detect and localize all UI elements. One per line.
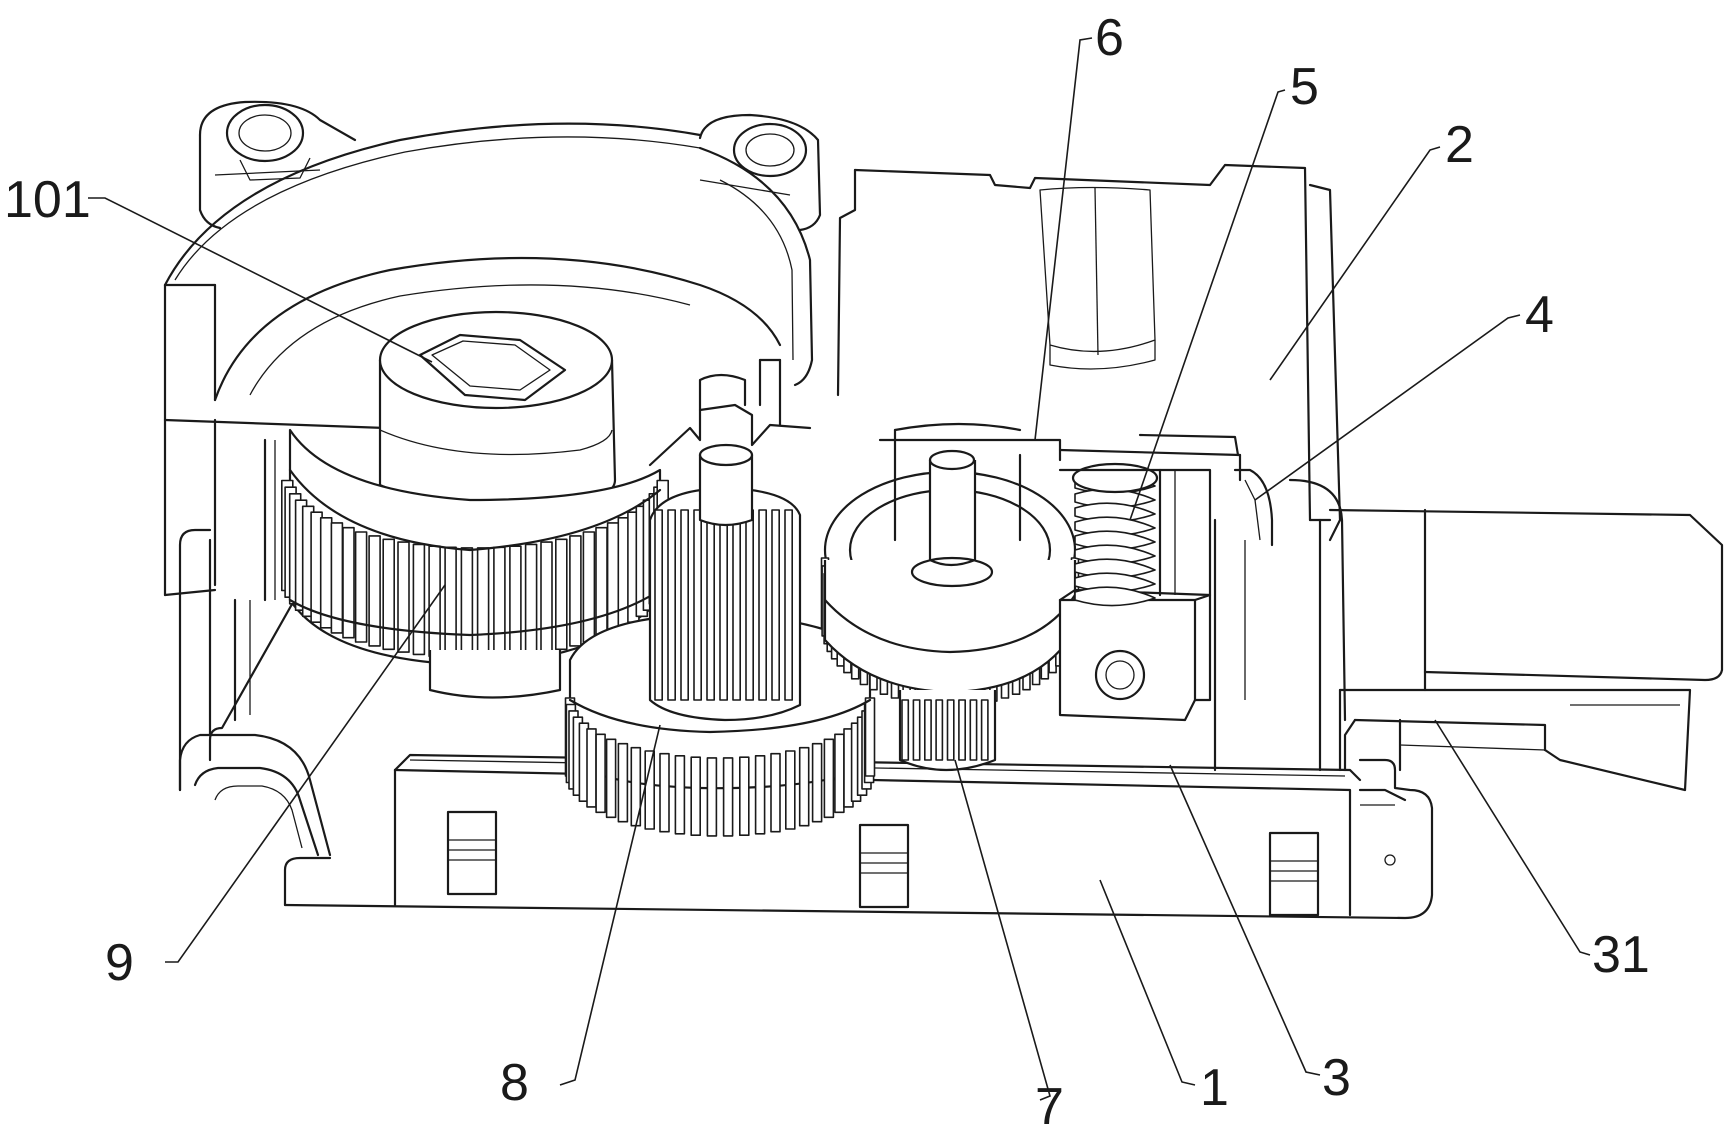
gear-tooth <box>970 700 976 760</box>
gear-tooth <box>785 510 792 700</box>
gear-tooth <box>608 523 619 633</box>
gear-tooth <box>733 510 740 700</box>
gear-tooth <box>570 536 581 646</box>
gear-tooth <box>936 700 942 760</box>
motor-side <box>1215 470 1345 770</box>
gear-tooth <box>618 744 627 822</box>
gear-tooth <box>668 510 675 700</box>
gear-tooth <box>461 548 472 658</box>
gear-tooth <box>948 700 954 760</box>
gear-tooth <box>707 510 714 700</box>
gear-tooth <box>800 748 809 826</box>
label-3: 3 <box>1322 1049 1351 1107</box>
gear-tooth <box>720 510 727 700</box>
gear-tooth <box>902 700 908 760</box>
gear-tooth <box>913 700 919 760</box>
label-31: 31 <box>1592 926 1650 984</box>
label-2: 2 <box>1445 116 1474 174</box>
label-8: 8 <box>500 1054 529 1112</box>
gear-tooth <box>383 539 394 649</box>
gear-tooth <box>596 734 605 812</box>
gear-tooth <box>445 547 456 657</box>
gear-tooth <box>583 532 594 642</box>
gear-tooth <box>510 546 521 656</box>
gear-tooth <box>596 528 607 638</box>
gear-tooth <box>398 542 409 652</box>
gear-tooth <box>866 698 875 776</box>
worm-assembly <box>1060 450 1240 720</box>
gear-tooth <box>478 548 489 658</box>
gear-tooth <box>756 756 765 834</box>
gear-tooth <box>556 539 567 649</box>
gear-tooth <box>429 546 440 656</box>
gear-tooth <box>369 536 380 646</box>
gear-tooth <box>724 758 733 836</box>
gear-tooth <box>645 751 654 829</box>
gear-tooth <box>746 510 753 700</box>
gear-tooth <box>771 754 780 832</box>
gear-tooth <box>786 751 795 829</box>
gear-tooth <box>675 756 684 834</box>
gear-tooth <box>824 739 833 817</box>
gear-tooth <box>607 739 616 817</box>
label-4: 4 <box>1525 286 1554 344</box>
gear-tooth <box>740 757 749 835</box>
label-1: 1 <box>1200 1059 1229 1117</box>
gear-tooth <box>321 518 332 628</box>
label-7: 7 <box>1035 1078 1064 1132</box>
gear-tooth <box>660 754 669 832</box>
label-9: 9 <box>105 934 134 992</box>
gear-tooth <box>587 729 596 807</box>
gear-tooth <box>694 510 701 700</box>
gear-tooth <box>707 758 716 836</box>
gear-tooth <box>982 700 988 760</box>
label-6: 6 <box>1095 9 1124 67</box>
gear-tooth <box>541 542 552 652</box>
gear-tooth <box>959 700 965 760</box>
label-101: 101 <box>4 171 91 229</box>
gear-tooth <box>759 510 766 700</box>
gear-tooth <box>494 547 505 657</box>
gear-tooth <box>813 744 822 822</box>
gear-tooth <box>681 510 688 700</box>
gear-tooth <box>925 700 931 760</box>
label-5: 5 <box>1290 58 1319 116</box>
pinion-stack <box>650 360 810 720</box>
gear-tooth <box>526 544 537 654</box>
connector-tab <box>1330 510 1722 790</box>
gear-tooth <box>835 734 844 812</box>
gear-tooth <box>691 757 700 835</box>
gear-tooth <box>772 510 779 700</box>
gear-tooth <box>413 544 424 654</box>
gear-tooth <box>655 510 662 700</box>
output-hub <box>380 312 615 510</box>
